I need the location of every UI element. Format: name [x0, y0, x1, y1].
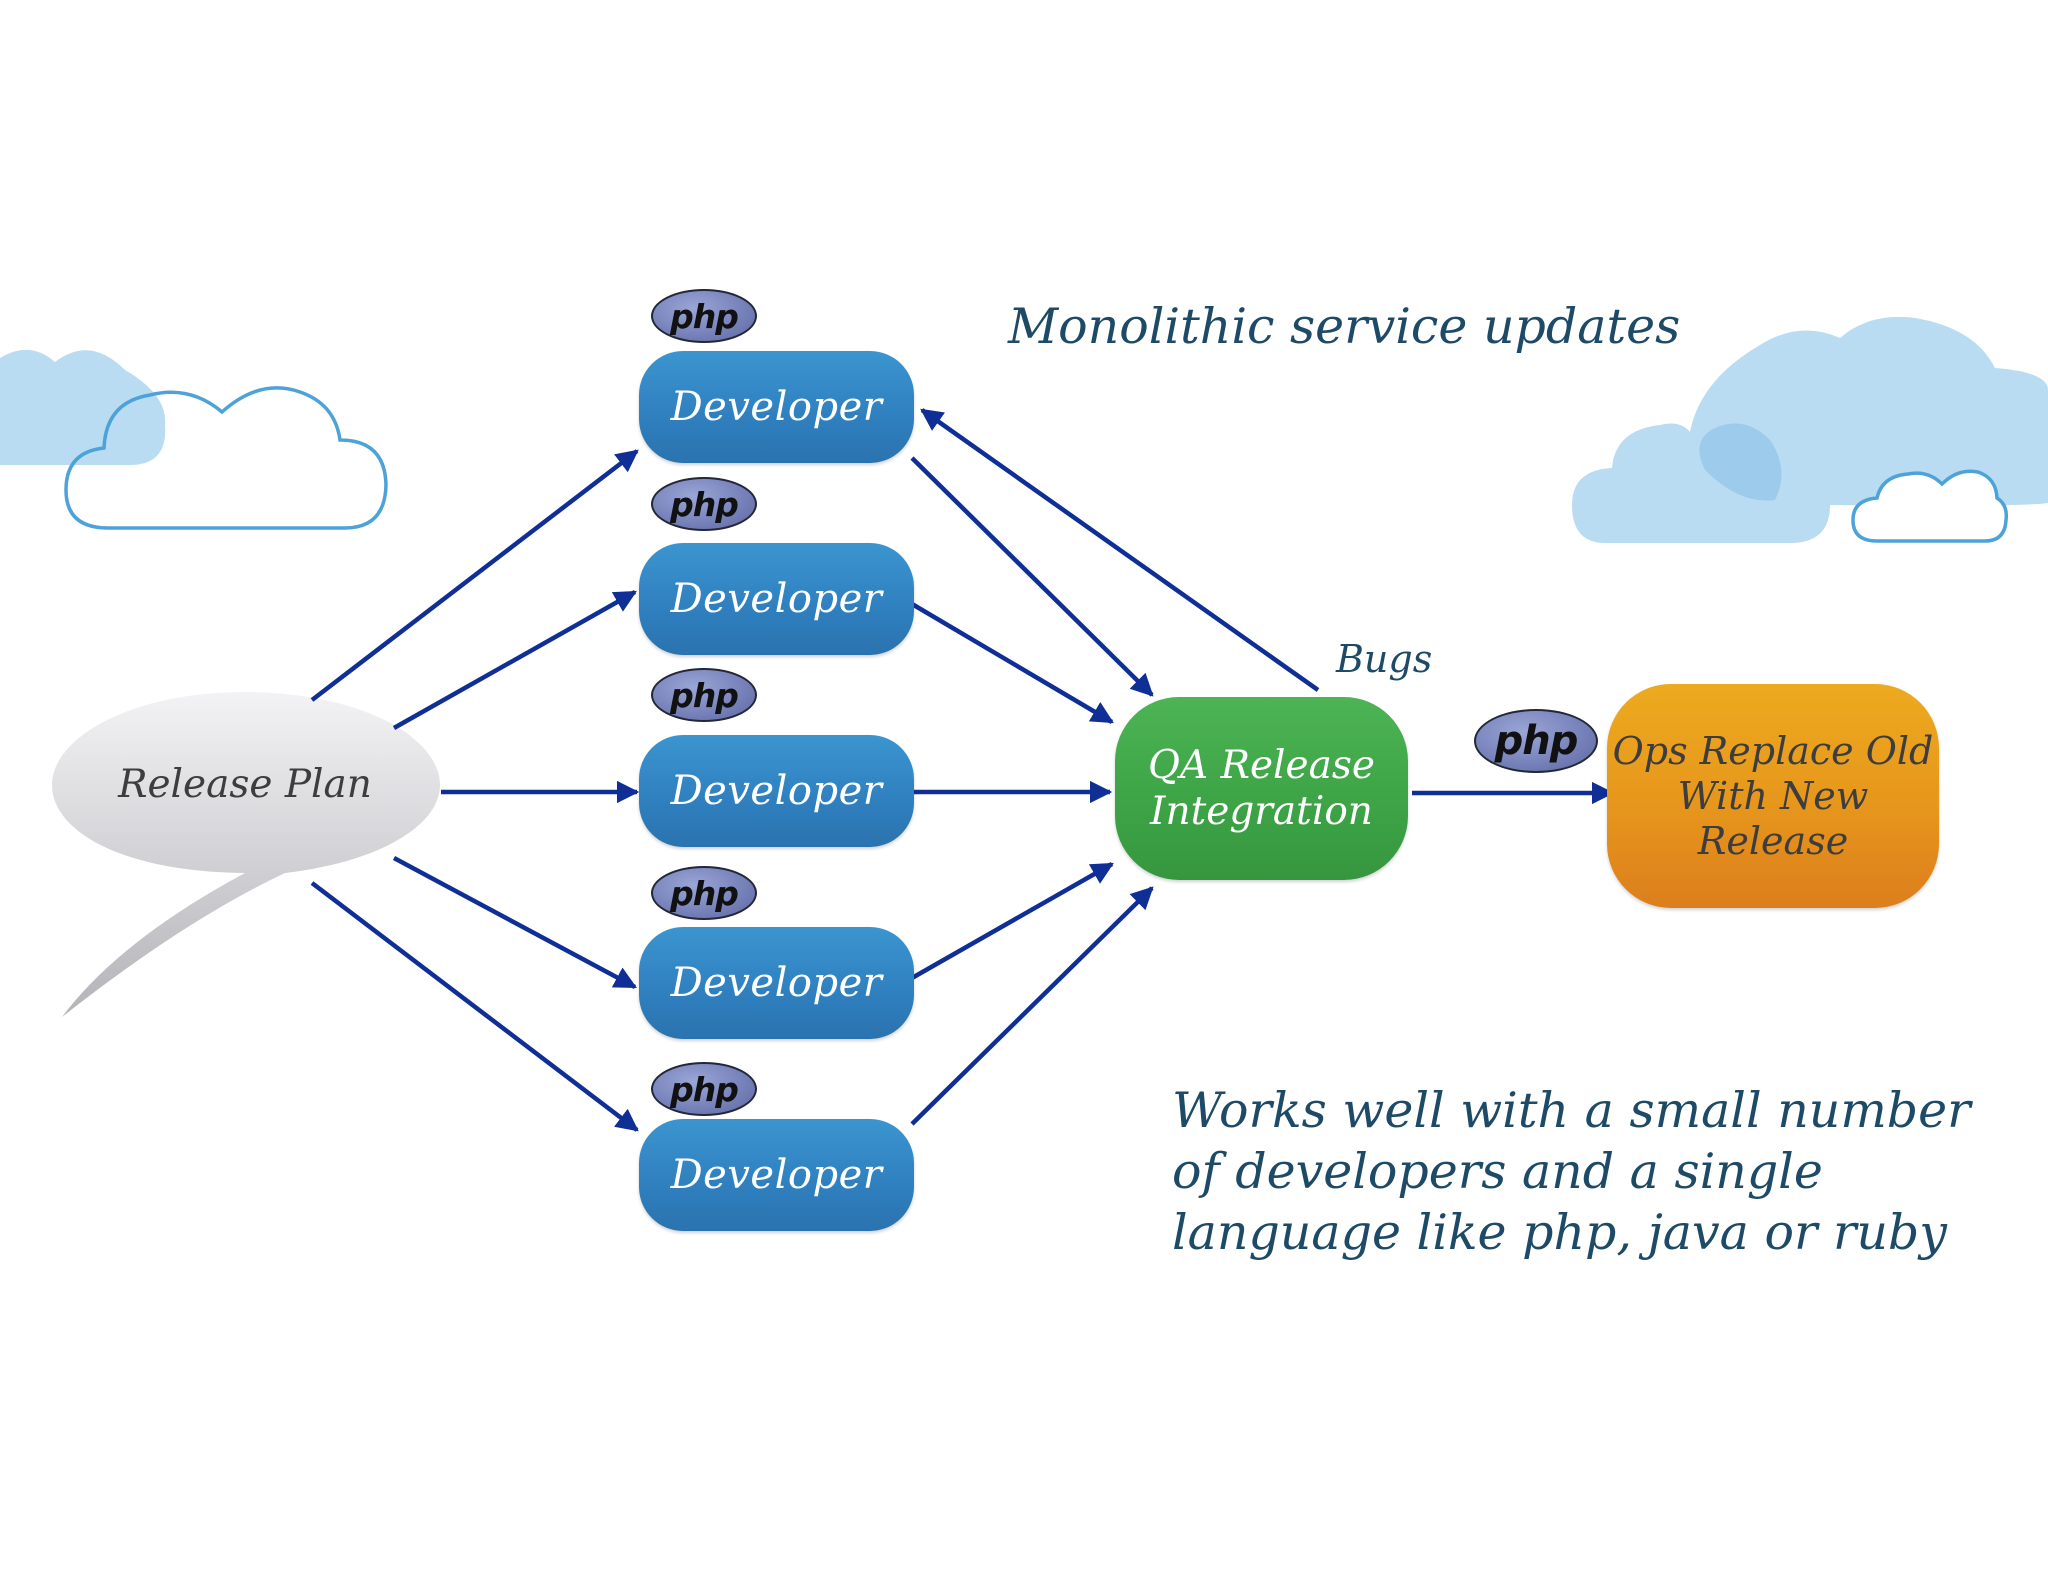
ops-label-line-1: Ops Replace Old	[1612, 728, 1934, 773]
developer-box-4: Developer	[639, 927, 914, 1039]
php-logo-icon: php	[651, 1062, 757, 1116]
qa-label-line-2: Integration	[1150, 788, 1373, 834]
qa-label-line-1: QA Release	[1148, 742, 1375, 788]
developer-label: Developer	[670, 576, 883, 622]
php-logo-icon: php	[651, 668, 757, 722]
arrow-dev-4-to-qa	[910, 862, 1114, 980]
arrow-bugs-feedback	[920, 408, 1320, 692]
arrow-plan-to-dev-5	[310, 881, 639, 1132]
developer-box-5: Developer	[639, 1119, 914, 1231]
release-plan-label: Release Plan	[118, 762, 372, 807]
bugs-label: Bugs	[1336, 637, 1433, 681]
arrow-dev-5-to-qa	[910, 886, 1154, 1126]
left-cloud-filled	[0, 349, 166, 465]
note-line-3: language like php, java or ruby	[1172, 1204, 1947, 1261]
release-plan-bubble	[52, 692, 440, 1017]
right-cloud-overlap	[1699, 423, 1782, 501]
developer-box-3: Developer	[639, 735, 914, 847]
arrows-developers-to-qa	[910, 456, 1154, 1126]
arrow-plan-to-dev-2	[392, 590, 637, 730]
arrows-plan-to-developers	[310, 449, 640, 1132]
note-line-2: of developers and a single	[1172, 1143, 1823, 1200]
ops-replace-release-box: Ops Replace Old With New Release	[1607, 684, 1939, 908]
developer-label: Developer	[670, 384, 883, 430]
note-line-1: Works well with a small number	[1172, 1082, 1971, 1139]
php-logo-icon: php	[651, 289, 757, 343]
diagram-title: Monolithic service updates	[1008, 298, 1681, 355]
php-logo-icon: php	[651, 866, 757, 920]
arrow-plan-to-dev-1	[310, 449, 639, 702]
arrow-plan-to-dev-4	[392, 856, 637, 989]
arrow-dev-1-to-qa	[910, 456, 1154, 697]
qa-release-integration-box: QA Release Integration	[1115, 697, 1408, 880]
left-cloud-outline	[64, 386, 388, 530]
developer-box-1: Developer	[639, 351, 914, 463]
developer-box-2: Developer	[639, 543, 914, 655]
ops-label-line-3: Release	[1697, 818, 1849, 863]
developer-label: Developer	[670, 768, 883, 814]
developer-label: Developer	[670, 1152, 883, 1198]
ops-label-line-2: With New	[1677, 773, 1869, 818]
php-logo-icon: php	[1474, 709, 1598, 773]
arrow-dev-2-to-qa	[910, 602, 1114, 724]
developer-label: Developer	[670, 960, 883, 1006]
note-text: Works well with a small number of develo…	[1172, 1080, 1972, 1263]
right-cloud-outline	[1851, 469, 2009, 543]
php-logo-icon: php	[651, 477, 757, 531]
